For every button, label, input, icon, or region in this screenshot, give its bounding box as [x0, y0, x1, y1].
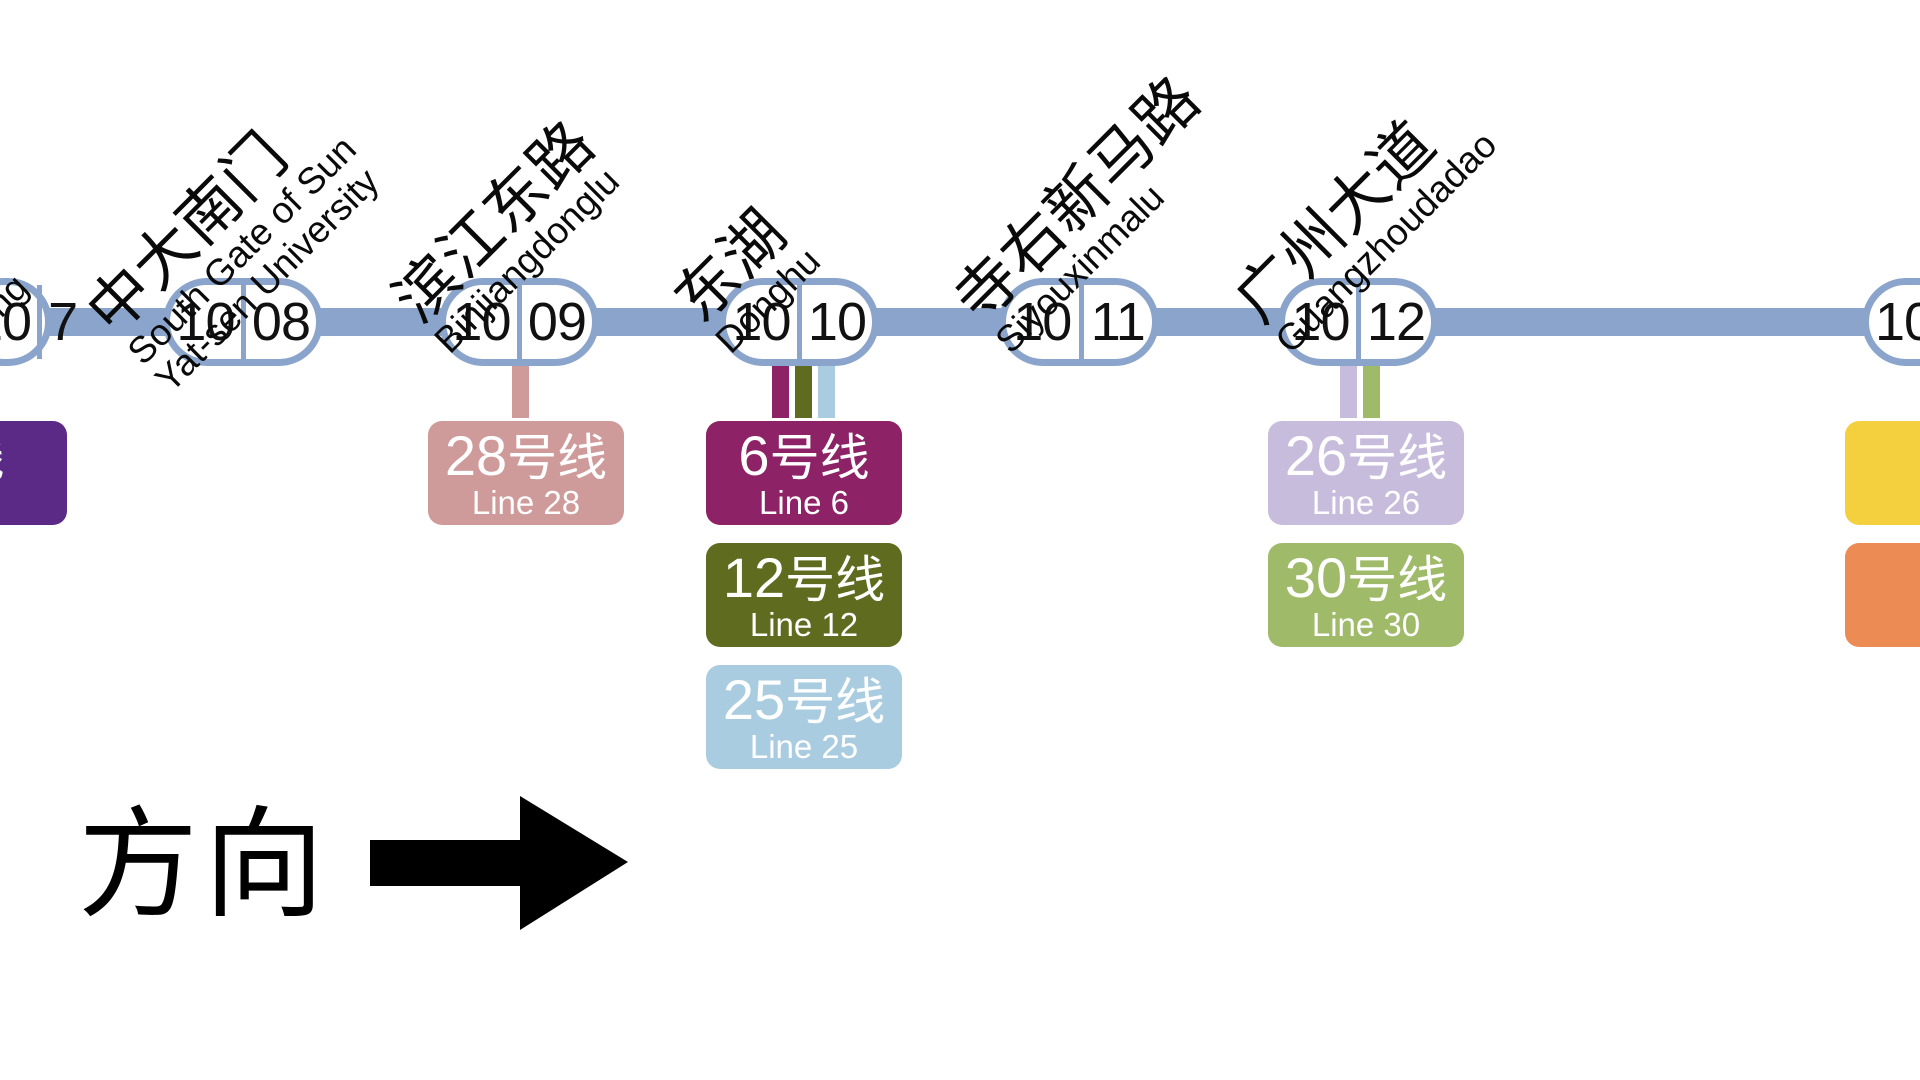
badge-label-en: Line 28 — [471, 483, 581, 521]
badge-label-en: Line 30 — [1311, 605, 1421, 643]
badge-line-suffix-cn: 号线 — [1347, 428, 1448, 487]
badge-line-number: 30 — [1284, 545, 1348, 609]
interchange-stub-badge-line25 — [818, 356, 835, 418]
interchange-stub-badge-line26 — [1340, 356, 1357, 418]
right-arrow-icon — [370, 788, 630, 943]
station-sequence-number: 11 — [1078, 285, 1152, 359]
interchange-badge-badge-orange-right[interactable] — [1845, 543, 1920, 647]
interchange-stub-badge-line12 — [795, 356, 812, 418]
station-capsule-stn-1013[interactable]: 10 — [1862, 278, 1920, 366]
badge-line-number: 12 — [722, 545, 786, 609]
badge-line-suffix-cn: 号线 — [507, 428, 608, 487]
badge-line-suffix-cn: 号线 — [785, 672, 886, 731]
interchange-stub-badge-line28 — [512, 356, 529, 418]
badge-label-cn: 线 — [0, 428, 5, 484]
interchange-stub-badge-line30 — [1363, 356, 1380, 418]
badge-label-cn: 26号线 — [1285, 427, 1448, 487]
station-line-number: 10 — [1013, 292, 1072, 352]
badge-label-en: Line 12 — [749, 605, 859, 643]
interchange-badge-badge-yellow-right[interactable] — [1845, 421, 1920, 525]
interchange-stub-badge-line6 — [772, 356, 789, 418]
station-line-number: 10 — [176, 292, 235, 352]
badge-label-cn: 12号线 — [723, 549, 886, 609]
badge-line-number: 6 — [738, 423, 770, 487]
badge-label-cn: 6号线 — [738, 427, 870, 487]
station-line-number: 10 — [452, 292, 511, 352]
badge-line-suffix-cn: 号线 — [769, 428, 870, 487]
badge-line-number: 26 — [1284, 423, 1348, 487]
badge-label-en: Line 25 — [749, 727, 859, 765]
badge-label-cn: 30号线 — [1285, 549, 1448, 609]
badge-line-suffix-cn: 号线 — [785, 550, 886, 609]
badge-line-number: 28 — [444, 423, 508, 487]
station-line-number: 10 — [1875, 292, 1920, 352]
badge-label-cn: 28号线 — [445, 427, 608, 487]
station-line-number: 10 — [0, 292, 32, 352]
direction-label: 方向 — [78, 795, 330, 935]
station-sequence-number: 12 — [1355, 285, 1431, 359]
badge-label-cn: 25号线 — [723, 671, 886, 731]
station-sequence-number: 7 — [37, 285, 83, 359]
station-capsule-stn-1007[interactable]: 107 — [0, 278, 78, 366]
interchange-badge-badge-line11-left[interactable]: 线1 — [0, 421, 67, 525]
station-sequence-number: 09 — [516, 285, 592, 359]
station-sequence-number: 10 — [796, 285, 872, 359]
station-line-number: 10 — [732, 292, 791, 352]
direction-indicator: 方向 — [78, 788, 630, 943]
station-sequence-number: 08 — [240, 285, 316, 359]
station-line-number: 10 — [1291, 292, 1350, 352]
badge-label-en: Line 26 — [1311, 483, 1421, 521]
badge-line-suffix-cn: 号线 — [1347, 550, 1448, 609]
badge-label-en: Line 6 — [759, 483, 849, 521]
badge-line-suffix-cn: 线 — [0, 429, 5, 487]
badge-line-number: 25 — [722, 667, 786, 731]
